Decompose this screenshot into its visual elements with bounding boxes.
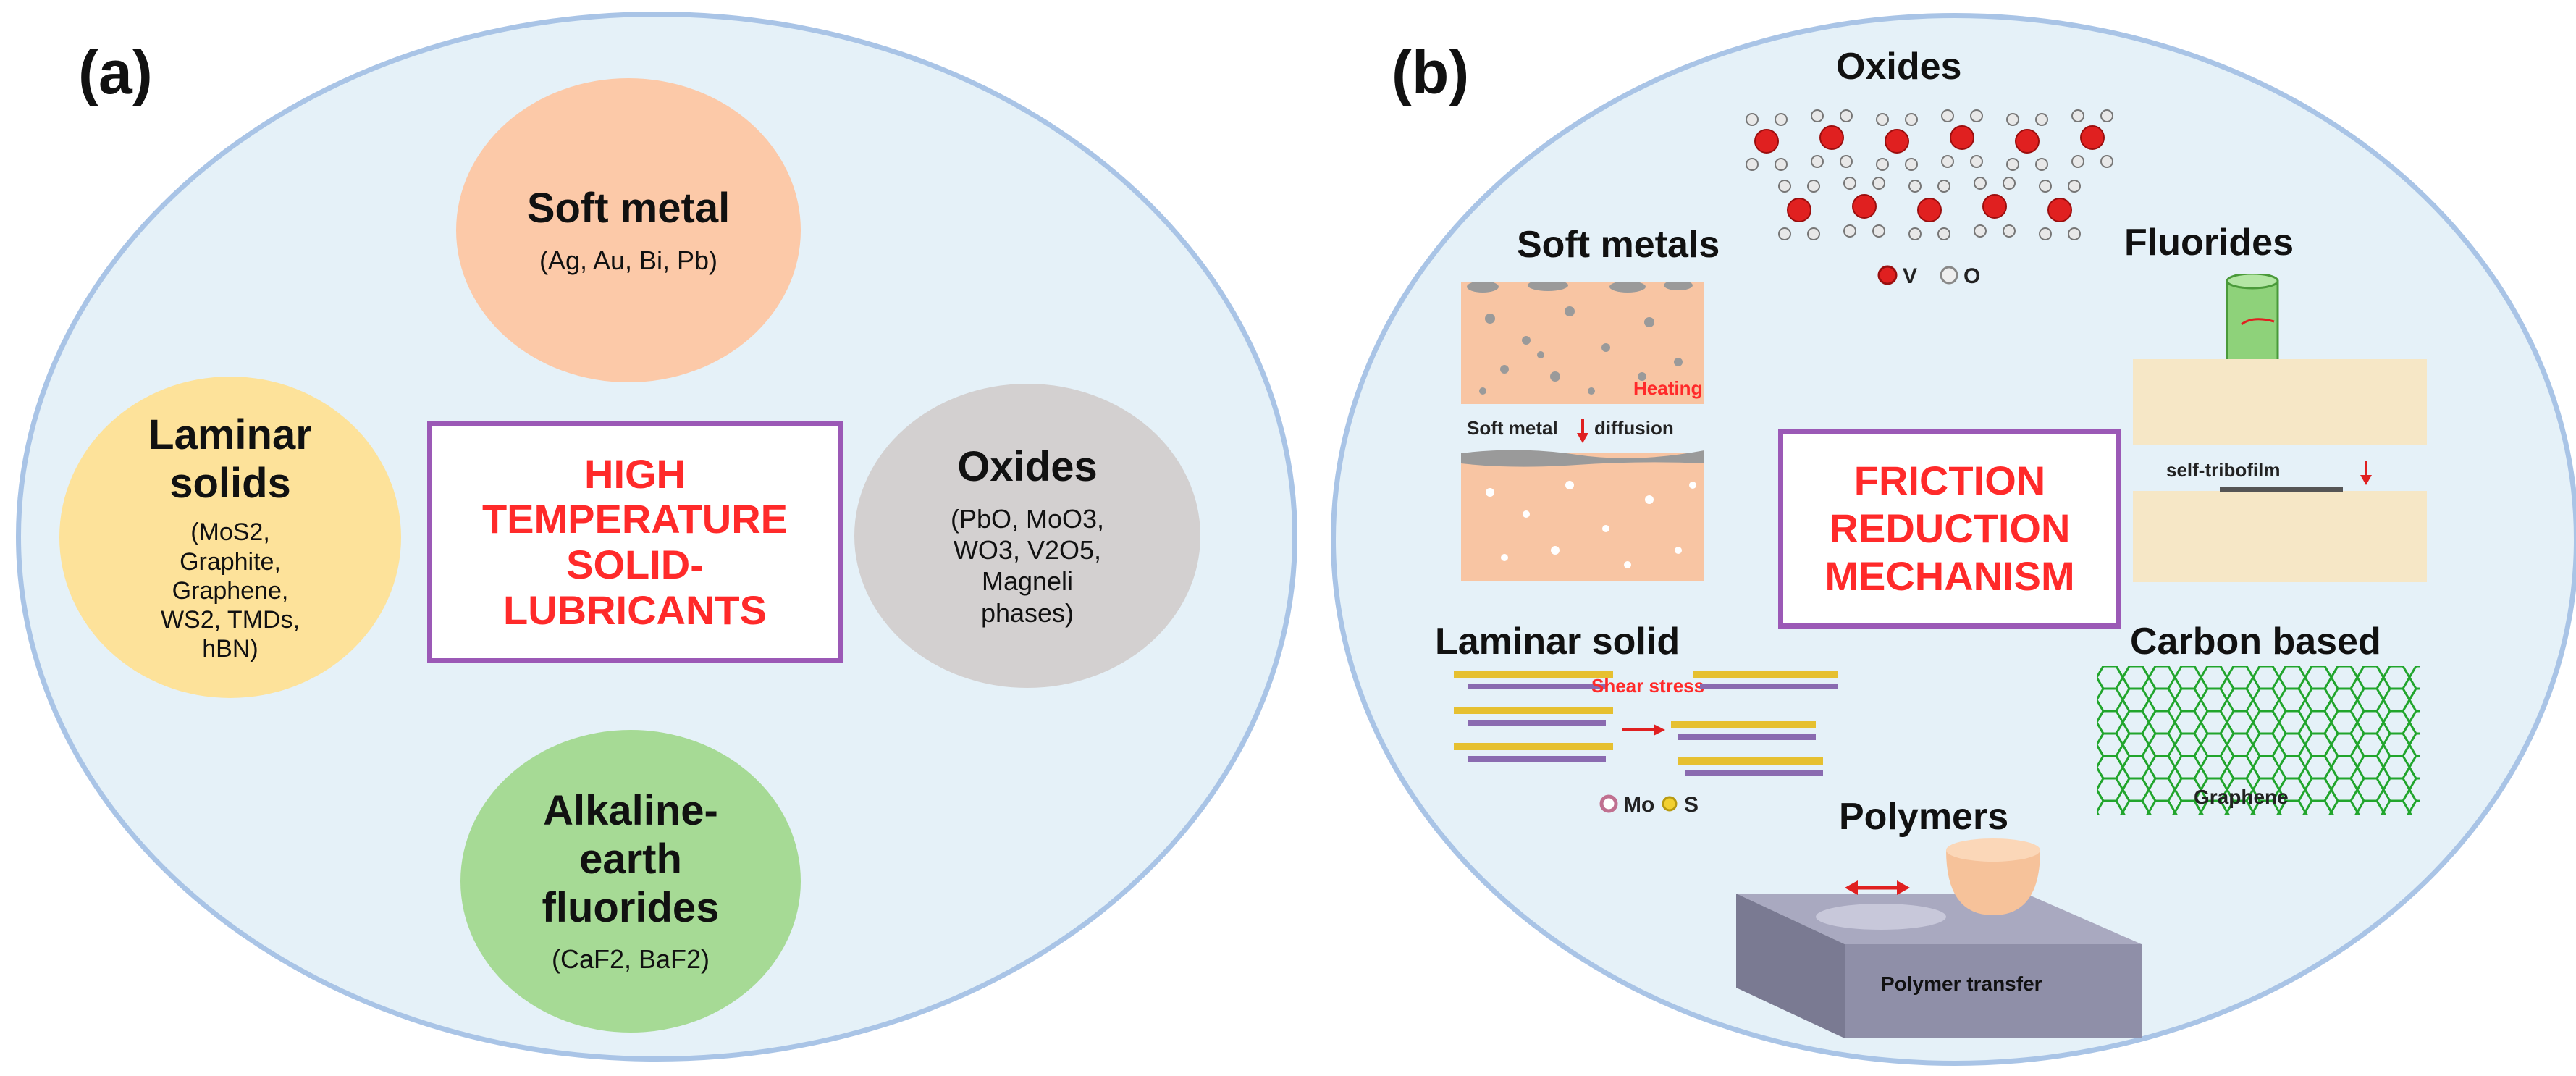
transfer-film	[1816, 904, 1946, 930]
fluoride-pin-top	[2226, 274, 2279, 290]
fluorides-title-1: Alkaline-	[543, 787, 718, 835]
high-temp-box: HIGH TEMPERATURE SOLID- LUBRICANTS	[427, 421, 843, 663]
o-legend-icon	[1940, 266, 1958, 285]
shear-arrowhead	[1654, 724, 1665, 736]
polymer-transfer-label: Polymer transfer	[1881, 972, 2042, 995]
v-legend-icon	[1877, 265, 1898, 285]
laminar-solids-bubble: Laminar solids (MoS2, Graphite, Graphene…	[59, 377, 401, 698]
soft-metal-upper-block	[1461, 282, 1704, 404]
oxides-header: Oxides	[1836, 46, 1962, 88]
mo-legend-icon	[1599, 794, 1618, 813]
panel-b-label: (b)	[1392, 38, 1470, 106]
polymer-substrate-front	[1845, 944, 2142, 1038]
mo-legend-label: Mo	[1623, 793, 1654, 817]
sliding-arrowhead-right	[1897, 880, 1910, 895]
tribofilm-layer	[2220, 487, 2343, 492]
polymer-substrate-left	[1736, 894, 1845, 1038]
oxide-lattice	[1746, 109, 2113, 240]
laminar-sub-line: (MoS2,	[190, 518, 270, 547]
right-mo-atoms	[1678, 684, 1838, 776]
diffusion-label-right: diffusion	[1594, 417, 1674, 439]
friction-line: FRICTION	[1853, 457, 2046, 503]
laminar-sub-line: Graphite,	[180, 547, 281, 576]
graphene-lattice	[2097, 666, 2420, 815]
right-layer-stack	[1671, 671, 1838, 765]
tribofilm-arrowhead	[2360, 475, 2372, 485]
s-legend-icon	[1662, 796, 1678, 812]
left-layer-stack	[1454, 671, 1613, 750]
left-mo-atoms	[1468, 684, 1606, 762]
laminar-solid-header: Laminar solid	[1435, 621, 1680, 663]
soft-metal-diffusion-illustration: Heating Soft metal diffusion	[1461, 282, 1704, 581]
laminar-title-2: solids	[169, 459, 291, 507]
shear-stress-label: Shear stress	[1591, 675, 1704, 697]
soft-metal-lower-block	[1461, 453, 1704, 581]
laminar-shear-illustration: Shear stress Mo S	[1454, 671, 1838, 817]
laminar-title-1: Laminar	[148, 411, 312, 459]
center-line: TEMPERATURE	[481, 496, 788, 542]
oxide-structure-illustration: V O	[1746, 109, 2113, 288]
fluorides-title-3: fluorides	[542, 883, 720, 931]
center-line: LUBRICANTS	[503, 587, 767, 633]
oxides-sub-line: Magneli	[981, 566, 1074, 597]
oxides-sub-line: phases)	[980, 597, 1074, 628]
center-line: SOLID-	[566, 542, 704, 587]
oxides-title: Oxides	[957, 443, 1098, 491]
laminar-sub-line: hBN)	[202, 634, 258, 663]
polymer-pin-top	[1946, 838, 2040, 862]
friction-box: FRICTION REDUCTION MECHANISM	[1778, 429, 2121, 629]
soft-metal-bubble: Soft metal (Ag, Au, Bi, Pb)	[456, 78, 801, 382]
fluoride-tribofilm-illustration: self-tribofilm	[2133, 274, 2427, 582]
oxides-sub-line: WO3, V2O5,	[953, 535, 1102, 566]
center-line: HIGH	[584, 450, 686, 497]
soft-metal-surface-film	[1461, 450, 1704, 467]
soft-metals-header: Soft metals	[1517, 224, 1720, 266]
fluorides-title-2: earth	[579, 836, 682, 883]
fluorides-header: Fluorides	[2124, 222, 2294, 264]
oxides-sub-line: (PbO, MoO3,	[950, 503, 1105, 534]
graphene-label: Graphene	[2194, 786, 2289, 808]
sliding-arrowhead-left	[1845, 880, 1858, 895]
heating-label: Heating	[1633, 377, 1702, 399]
friction-line: MECHANISM	[1824, 553, 2075, 600]
laminar-sub-line: Graphene,	[172, 576, 289, 605]
tribofilm-label: self-tribofilm	[2166, 459, 2280, 481]
fluoride-lower-block	[2133, 491, 2427, 582]
fluoride-upper-block	[2133, 359, 2427, 445]
fluorides-bubble: Alkaline- earth fluorides (CaF2, BaF2)	[460, 730, 801, 1033]
s-legend-label: S	[1684, 793, 1699, 817]
graphene-illustration: Graphene	[2097, 666, 2420, 815]
laminar-sub: (MoS2, Graphite, Graphene, WS2, TMDs, hB…	[161, 518, 300, 663]
soft-metal-sub: (Ag, Au, Bi, Pb)	[539, 245, 718, 275]
soft-metal-title: Soft metal	[526, 185, 731, 232]
oxides-bubble: Oxides (PbO, MoO3, WO3, V2O5, Magneli ph…	[854, 384, 1200, 688]
oxides-sub: (PbO, MoO3, WO3, V2O5, Magneli phases)	[951, 503, 1104, 629]
soft-metal-grains	[1467, 282, 1693, 395]
polymers-header: Polymers	[1839, 796, 2009, 838]
diffusion-arrowhead	[1577, 433, 1588, 443]
soft-metal-voids	[1486, 481, 1696, 568]
carbon-based-header: Carbon based	[2130, 621, 2381, 663]
friction-line: REDUCTION	[1829, 505, 2071, 551]
diffusion-label-left: Soft metal	[1467, 417, 1558, 439]
polymer-pin	[1946, 850, 2040, 915]
v-legend-label: V	[1903, 264, 1917, 288]
o-legend-label: O	[1963, 264, 1980, 288]
panel-a-label: (a)	[78, 38, 153, 106]
laminar-sub-line: WS2, TMDs,	[160, 605, 300, 634]
rotation-arrow	[2241, 318, 2275, 326]
polymer-transfer-illustration: Polymer transfer	[1736, 838, 2142, 1038]
fluorides-sub: (CaF2, BaF2)	[551, 944, 710, 975]
